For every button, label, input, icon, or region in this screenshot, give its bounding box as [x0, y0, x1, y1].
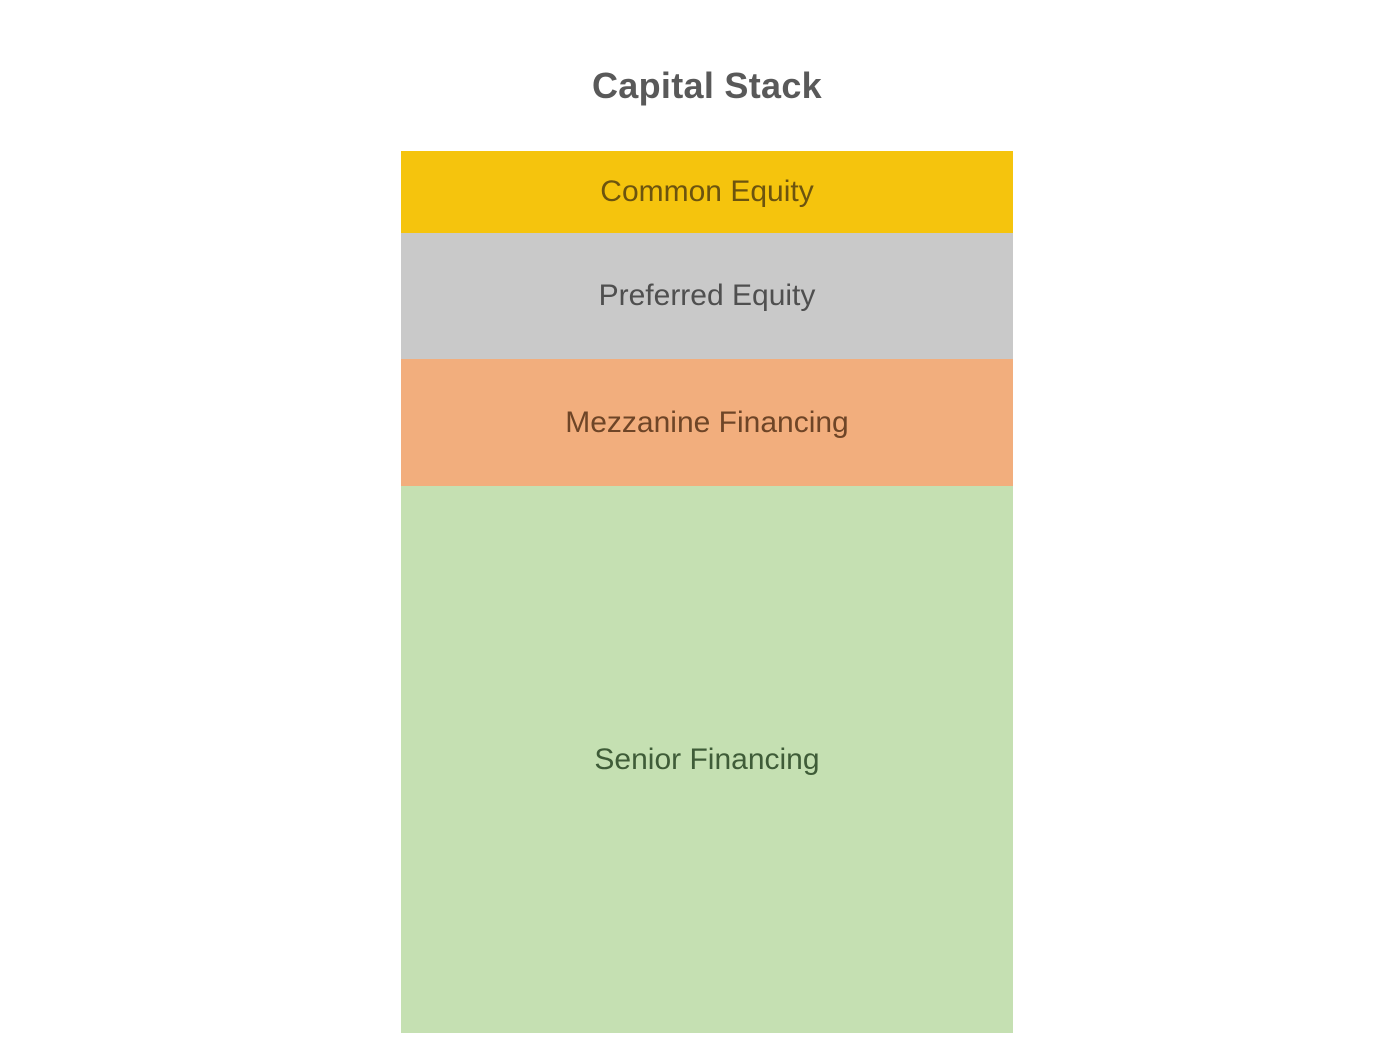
segment-label-mezzanine-financing: Mezzanine Financing [565, 405, 849, 439]
stack-segment-common-equity: Common Equity [401, 151, 1013, 234]
segment-label-senior-financing: Senior Financing [594, 742, 820, 776]
stack-segment-senior-financing: Senior Financing [401, 486, 1013, 1034]
segment-label-preferred-equity: Preferred Equity [598, 279, 816, 313]
stack-segment-mezzanine-financing: Mezzanine Financing [401, 359, 1013, 487]
segment-label-common-equity: Common Equity [600, 175, 814, 209]
capital-stack-column: Common Equity Preferred Equity Mezzanine… [401, 151, 1013, 1034]
stack-segment-preferred-equity: Preferred Equity [401, 233, 1013, 360]
chart-title: Capital Stack [592, 65, 822, 106]
capital-stack-chart: Capital Stack Common Equity Preferred Eq… [401, 0, 1013, 1034]
